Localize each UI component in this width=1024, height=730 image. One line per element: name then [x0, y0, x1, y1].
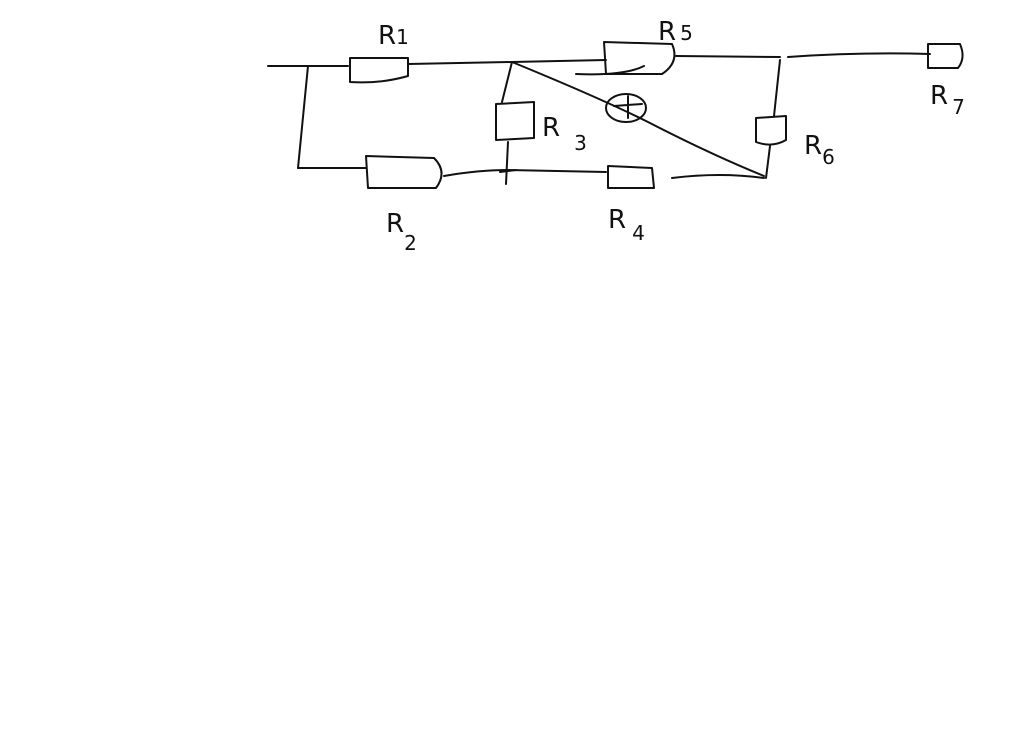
resistor-r1-body — [349, 57, 409, 84]
wire-diagonal — [511, 61, 765, 177]
label-r2: R2 — [386, 209, 417, 255]
wire-right-vertical — [773, 59, 781, 117]
resistor-r3-body — [495, 101, 535, 141]
wire-r3-down — [505, 141, 509, 185]
wire-to-r7 — [787, 52, 931, 58]
label-r1: R1 — [378, 21, 409, 51]
wire-left-vertical — [297, 65, 309, 169]
circled-element-shape — [605, 93, 647, 123]
wire-r6-down — [765, 145, 771, 179]
wire-to-r3 — [501, 61, 513, 103]
resistor-r6-body — [755, 115, 787, 146]
circled-element-mark — [613, 95, 643, 119]
resistor-r4-body — [607, 165, 655, 189]
resistor-r7-body — [927, 43, 964, 69]
wire-to-meter — [575, 65, 645, 76]
resistor-bodies — [349, 41, 964, 189]
wire-bottom-mid — [443, 169, 607, 177]
resistor-r5-body — [603, 41, 676, 75]
wire-r5-right — [675, 55, 781, 58]
circled-element — [605, 93, 647, 123]
wire-r1-right — [407, 59, 607, 65]
resistor-r2-body — [365, 155, 443, 189]
label-r6: R6 — [804, 131, 835, 169]
wire-bottom-right — [671, 174, 765, 179]
wires — [267, 52, 931, 185]
